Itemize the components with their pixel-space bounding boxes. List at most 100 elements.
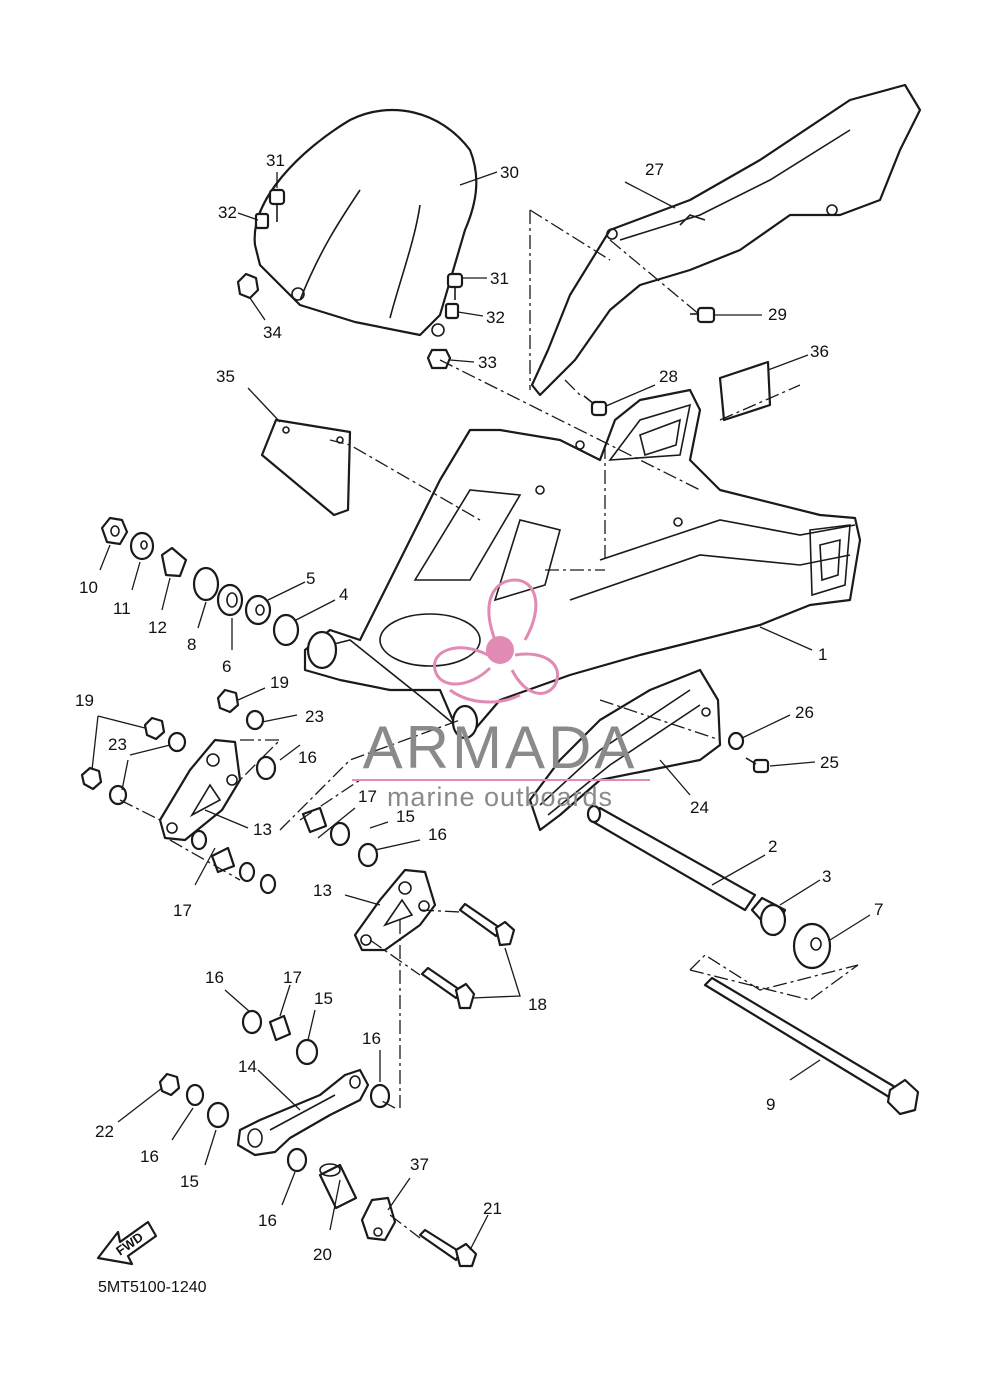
callout-c35: 35: [216, 367, 235, 386]
part-bearing-4: [272, 613, 300, 647]
part-collar-20: [318, 1163, 358, 1210]
callout-labels: 1 2 3 4 5 6 7 8 9 10 11 12 13 13 14 15 1…: [75, 151, 883, 1264]
callout-c22: 22: [95, 1122, 114, 1141]
callout-c9: 9: [766, 1095, 775, 1114]
callout-c32a: 32: [218, 203, 237, 222]
part-pivot-bolt: [703, 976, 920, 1116]
part-collar-17-a: [301, 806, 328, 834]
part-slider-screw-25: [745, 757, 770, 774]
callout-c17b: 17: [173, 901, 192, 920]
callout-c34: 34: [263, 323, 282, 342]
part-fender-bolt-left: [268, 188, 286, 222]
callout-c8: 8: [187, 635, 196, 654]
part-adjuster-12: [160, 546, 188, 578]
callout-c33: 33: [478, 353, 497, 372]
callout-c5: 5: [306, 569, 315, 588]
callout-c15c: 15: [180, 1172, 199, 1191]
watermark-logo: [433, 578, 559, 704]
callout-c13a: 13: [253, 820, 272, 839]
part-bearing-15-c: [206, 1101, 230, 1129]
callout-c28: 28: [659, 367, 678, 386]
callout-c31b: 31: [490, 269, 509, 288]
callout-c16a: 16: [298, 748, 317, 767]
part-washer-23-left: [167, 731, 187, 753]
part-bearing-15-a: [329, 821, 351, 847]
callout-c31a: 31: [266, 151, 285, 170]
part-nut-19-upper: [216, 688, 240, 714]
part-relay-arm-13-upper: [158, 738, 242, 842]
part-washer-23-lower: [108, 784, 128, 806]
callout-c30: 30: [500, 163, 519, 182]
callout-c3: 3: [822, 867, 831, 886]
callout-c17a: 17: [358, 787, 377, 806]
callout-c16d: 16: [362, 1029, 381, 1048]
callout-c16c: 16: [205, 968, 224, 987]
part-washer-23-upper: [245, 709, 265, 731]
fwd-arrow: FWD: [96, 1220, 158, 1266]
callout-c36: 36: [810, 342, 829, 361]
part-bracket-37: [360, 1196, 397, 1242]
part-relay-arm-13-lower: [353, 868, 437, 952]
part-nut-22: [158, 1072, 181, 1097]
watermark: ARMADA marine outboards: [352, 578, 650, 812]
part-label-36: [718, 360, 772, 422]
callout-c17c: 17: [283, 968, 302, 987]
callout-c18: 18: [528, 995, 547, 1014]
part-oil-seal-16-a: [255, 755, 277, 781]
part-washer-11: [129, 531, 155, 561]
part-collar-6: [216, 583, 244, 617]
callout-c6: 6: [222, 657, 231, 676]
part-bearing-15-b: [295, 1038, 319, 1066]
part-nut-19-lower: [80, 766, 103, 791]
part-nut-19-left: [143, 716, 166, 741]
callout-c37: 37: [410, 1155, 429, 1174]
part-connecting-rod: [236, 1068, 370, 1157]
part-slider-collar-26: [727, 731, 745, 751]
leader-lines: [91, 171, 871, 1251]
callout-c7: 7: [874, 900, 883, 919]
callout-c16b: 16: [428, 825, 447, 844]
part-fender-collar-left: [254, 212, 270, 230]
part-bolt-21: [418, 1228, 478, 1268]
callout-c15a: 15: [396, 807, 415, 826]
callout-c23b: 23: [305, 707, 324, 726]
callout-c29: 29: [768, 305, 787, 324]
part-fender-grommet-33: [426, 348, 452, 370]
part-fender-collar-right: [444, 302, 460, 320]
part-fender-nut-34: [236, 272, 260, 300]
part-oil-seal-16-f: [286, 1147, 308, 1173]
part-guard-bolt-28: [583, 395, 608, 417]
part-chain-guard: [530, 83, 922, 397]
callout-c26: 26: [795, 703, 814, 722]
callout-c16f: 16: [258, 1211, 277, 1230]
part-pivot-cap: [792, 922, 832, 970]
part-oil-seal-16-d: [369, 1083, 391, 1109]
callout-c16e: 16: [140, 1147, 159, 1166]
part-chain-slider: [528, 668, 722, 832]
callout-c19b: 19: [270, 673, 289, 692]
part-oil-seal-16-e: [185, 1083, 205, 1107]
part-bearing-set-17: [190, 829, 277, 895]
part-rear-fender: [253, 108, 478, 337]
assembly-lines: [119, 209, 859, 1239]
callout-c12: 12: [148, 618, 167, 637]
callout-c11: 11: [113, 599, 131, 618]
part-bolt-18-lower: [420, 966, 476, 1010]
part-pivot-bearing: [750, 896, 787, 937]
callout-c13b: 13: [313, 881, 332, 900]
callout-c15b: 15: [314, 989, 333, 1008]
part-pivot-shaft: [586, 804, 757, 912]
callout-c25: 25: [820, 753, 839, 772]
part-collar-17-b: [268, 1014, 292, 1042]
part-oil-seal-16-c: [241, 1009, 263, 1035]
part-thrust-washer-5: [244, 594, 272, 626]
callout-c2: 2: [768, 837, 777, 856]
part-oil-seal-8: [192, 566, 220, 602]
callout-c27: 27: [645, 160, 664, 179]
callout-c19a: 19: [75, 691, 94, 710]
part-oil-seal-16-b: [357, 842, 379, 868]
watermark-tagline: marine outboards: [387, 782, 613, 812]
callout-c1: 1: [818, 645, 827, 664]
part-bolt-18-upper: [458, 902, 516, 947]
